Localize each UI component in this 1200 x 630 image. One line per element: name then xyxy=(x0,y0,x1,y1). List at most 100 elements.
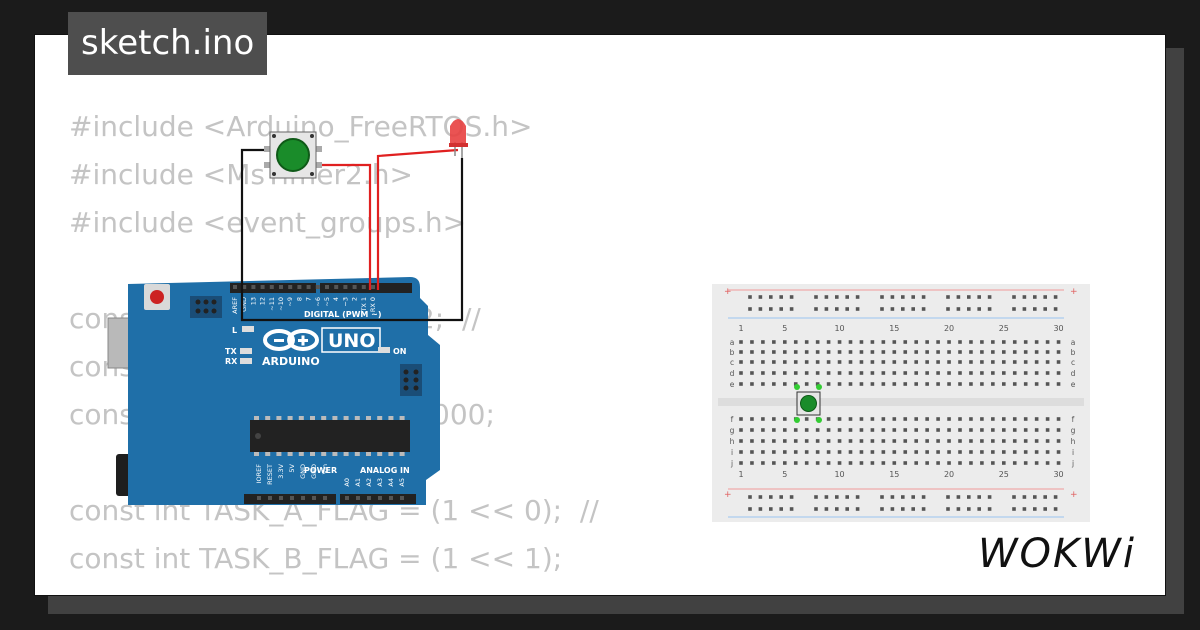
tx-label: TX xyxy=(225,347,237,356)
column-number: 30 xyxy=(1053,324,1063,333)
arduino-brand: ARDUINO xyxy=(262,355,320,368)
column-number: 30 xyxy=(1053,470,1063,479)
rx-label: RX xyxy=(225,357,238,366)
row-label: b xyxy=(730,348,735,357)
icsp-header-top xyxy=(190,296,222,318)
analog-pin-label: A0 xyxy=(343,478,351,487)
column-number: 1 xyxy=(738,324,743,333)
power-label: POWER xyxy=(304,466,337,475)
power-pin-label: 3.3V xyxy=(277,463,285,478)
wires[interactable] xyxy=(240,148,464,322)
plus-label: + xyxy=(1070,287,1078,297)
red-led[interactable] xyxy=(449,119,468,158)
digital-pin-label: ~9 xyxy=(286,297,294,307)
row-label: b xyxy=(1071,348,1076,357)
digital-pin-label: 8 xyxy=(295,297,303,301)
digital-pin-label: ~10 xyxy=(277,297,285,311)
code-line: #include <Arduino_FreeRTOS.h> xyxy=(69,110,533,143)
power-pin-label: GND xyxy=(310,464,318,479)
power-pin-label: Vin xyxy=(321,464,329,474)
column-number: 10 xyxy=(834,324,844,333)
analog-pin-label: A3 xyxy=(376,478,384,487)
row-label: d xyxy=(1071,369,1076,378)
atmega-chip xyxy=(250,416,410,456)
wokwi-logo: WOKWi xyxy=(978,531,1136,577)
analog-header xyxy=(340,494,416,504)
digital-pin-label: TX 1 xyxy=(360,297,368,313)
file-title: sketch.ino xyxy=(68,12,268,75)
row-label: d xyxy=(730,369,735,378)
wire-gnd xyxy=(240,148,464,322)
column-number: 5 xyxy=(782,470,787,479)
digital-header xyxy=(230,283,412,293)
row-label: j xyxy=(730,459,733,468)
digital-pin-label: ~6 xyxy=(314,297,322,307)
power-pin-label: RESET xyxy=(266,464,274,485)
analog-pin-label: A1 xyxy=(354,478,362,487)
row-label: g xyxy=(730,426,735,435)
column-number: 20 xyxy=(944,324,954,333)
column-number: 10 xyxy=(834,470,844,479)
digital-pin-label: ~3 xyxy=(341,297,349,307)
row-label: h xyxy=(730,437,735,446)
column-number: 25 xyxy=(999,324,1009,333)
analog-pin-label: A2 xyxy=(365,478,373,487)
power-pin-label: GND xyxy=(299,464,307,479)
row-label: i xyxy=(1072,448,1074,457)
column-number: 25 xyxy=(999,470,1009,479)
plus-label: + xyxy=(724,287,732,297)
push-button[interactable] xyxy=(264,131,322,179)
icsp-header-right xyxy=(400,364,422,396)
breadboard-holes xyxy=(739,295,1061,511)
uno-label: UNO xyxy=(328,330,375,352)
arduino-logo-icon xyxy=(263,329,319,351)
digital-pin-label: ~11 xyxy=(268,297,276,311)
breadboard-button xyxy=(794,384,822,423)
digital-pin-label: 7 xyxy=(305,297,313,301)
plus-label: + xyxy=(1070,490,1078,500)
analog-label: ANALOG IN xyxy=(360,466,410,475)
power-header xyxy=(244,494,336,504)
column-number: 15 xyxy=(889,324,899,333)
column-number: 1 xyxy=(738,470,743,479)
analog-pin-label: A4 xyxy=(387,478,395,487)
digital-pin-label: AREF xyxy=(231,297,239,314)
row-label: g xyxy=(1071,426,1076,435)
digital-pin-label: 2 xyxy=(351,297,359,301)
row-label: a xyxy=(1071,338,1076,347)
digital-label: DIGITAL (PWM ~) xyxy=(304,310,382,319)
l-label: L xyxy=(232,326,237,335)
uno-box xyxy=(321,327,381,353)
digital-pin-label: 13 xyxy=(249,297,257,305)
digital-pin-label: GND xyxy=(240,297,248,312)
led-tx xyxy=(240,348,252,354)
reset-button-cap xyxy=(150,290,164,304)
row-label: i xyxy=(731,448,733,457)
column-number: 5 xyxy=(782,324,787,333)
on-label: ON xyxy=(393,347,407,356)
digital-pin-label: ~5 xyxy=(323,297,331,307)
led-on xyxy=(378,347,390,353)
power-pin-label: IOREF xyxy=(255,464,263,484)
digital-pin-label: RX 0 xyxy=(369,297,377,312)
led-l xyxy=(242,326,254,332)
column-number: 15 xyxy=(889,470,899,479)
row-label: e xyxy=(1071,380,1076,389)
row-label: e xyxy=(730,380,735,389)
wire-led-pin3 xyxy=(376,148,459,290)
row-label: c xyxy=(730,358,734,367)
led-rx xyxy=(240,358,252,364)
analog-pin-label: A5 xyxy=(398,478,406,487)
code-line: const int TASK_B_FLAG = (1 << 1); xyxy=(69,542,563,575)
column-number: 20 xyxy=(944,470,954,479)
row-label: c xyxy=(1071,358,1075,367)
row-label: a xyxy=(730,338,735,347)
plus-label: + xyxy=(724,490,732,500)
digital-pin-label: 4 xyxy=(332,297,340,301)
wire-button-pin2 xyxy=(320,163,372,290)
row-label: f xyxy=(731,415,734,424)
code-line: #include <event_groups.h> xyxy=(69,206,467,239)
